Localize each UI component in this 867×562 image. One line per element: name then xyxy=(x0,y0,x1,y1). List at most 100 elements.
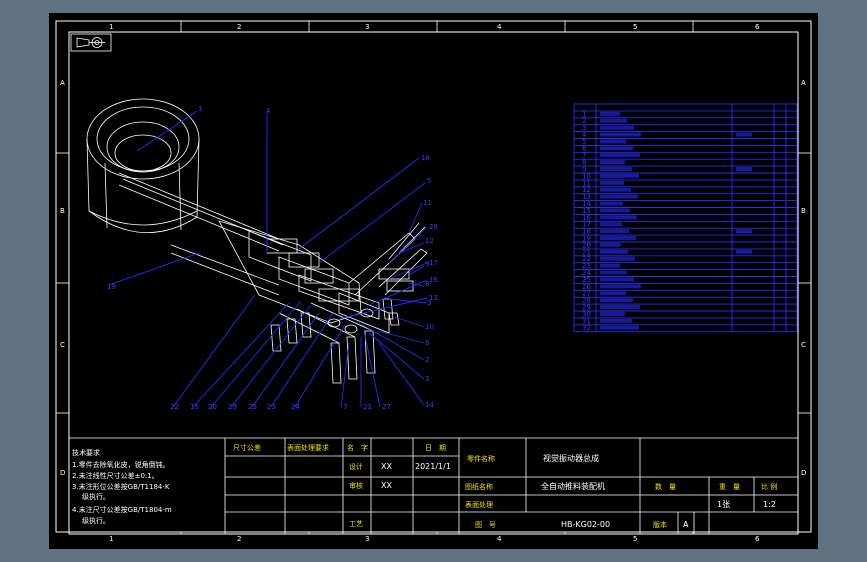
bom-row-number: 5 xyxy=(582,138,586,146)
bom-frame xyxy=(573,103,798,333)
zone-col-bottom: 5 xyxy=(633,535,637,543)
callout-label: 11 xyxy=(423,199,432,207)
bom-row-number: 29 xyxy=(582,304,591,312)
callout-label: 7 xyxy=(343,403,347,411)
tech-note-1: 1.零件去除氧化皮，锐角倒钝。 xyxy=(72,460,170,469)
bom-row-text xyxy=(600,318,632,323)
zone-row-left: C xyxy=(60,341,65,349)
drawing-no: HB-KG02-00 xyxy=(561,520,610,529)
bom-row-number: 4 xyxy=(582,131,587,139)
scale-value: 1:2 xyxy=(763,500,776,509)
callout-leader xyxy=(251,312,320,408)
zone-ticks xyxy=(56,21,811,534)
title-block xyxy=(69,437,798,534)
bom-row-text xyxy=(600,242,621,247)
design-name: XX xyxy=(381,462,392,471)
bom-table: 1234567891011121314151617181920212223242… xyxy=(573,103,798,333)
tech-note-4: 级执行。 xyxy=(82,492,110,501)
callout-leader xyxy=(368,279,428,306)
bom-row-number: 31 xyxy=(582,317,591,325)
zone-col-top: 3 xyxy=(365,23,369,31)
callout-leader xyxy=(340,342,350,408)
bom-row-text xyxy=(600,132,641,137)
callout-label: 16 xyxy=(429,276,438,284)
callout-leader xyxy=(388,298,428,304)
bom-row-text xyxy=(600,160,625,165)
callout-leader xyxy=(408,265,425,276)
assembly-drawing xyxy=(86,98,428,384)
callout-leader xyxy=(394,316,425,328)
callout-leader xyxy=(398,242,425,254)
callout-leader xyxy=(378,342,425,406)
bom-row-text xyxy=(600,111,620,116)
bom-row-number: 19 xyxy=(582,235,591,243)
bom-row-text xyxy=(600,201,623,206)
callout-leader xyxy=(368,332,425,380)
part-label: 图纸名称 xyxy=(465,482,493,491)
bom-row-text xyxy=(600,298,633,303)
bom-row-number: 7 xyxy=(582,152,586,160)
bom-row-number: 15 xyxy=(582,207,591,215)
callout-label: 12 xyxy=(425,237,434,245)
check-label: 审核 xyxy=(349,481,363,490)
bom-row-number: 18 xyxy=(582,228,591,236)
zone-col-top: 4 xyxy=(497,23,502,31)
tech-notes: 技术要求 1.零件去除氧化皮，锐角倒钝。 2.未注线性尺寸公差±0.1。 3.未… xyxy=(72,448,172,525)
bom-row-text xyxy=(600,153,640,158)
bom-row-text xyxy=(600,270,627,275)
callout-label: 29 xyxy=(228,403,237,411)
zone-row-right: A xyxy=(801,79,806,87)
bom-row-number: 2 xyxy=(582,117,586,125)
callout-leader xyxy=(408,202,423,234)
callout-label: 2 xyxy=(425,356,429,364)
bom-row-number: 17 xyxy=(582,221,591,229)
bom-row-text xyxy=(600,291,626,296)
material-value: 视觉振动器总成 xyxy=(543,453,599,463)
zone-col-top: 1 xyxy=(109,23,113,31)
bom-row-text xyxy=(600,187,631,192)
bom-row-number: 13 xyxy=(582,193,591,201)
drawing-no-label: 图 号 xyxy=(475,521,496,529)
design-date: 2021/1/1 xyxy=(415,462,451,471)
version-label: 版本 xyxy=(653,520,667,529)
feeder-rail xyxy=(118,172,284,296)
callout-leader xyxy=(358,322,425,361)
bom-row-text xyxy=(600,229,629,234)
bom-row-number: 3 xyxy=(582,124,586,132)
design-label: 设计 xyxy=(349,462,363,471)
feeder-bowl xyxy=(86,98,200,233)
material-label: 零件名称 xyxy=(467,454,495,463)
bom-row-number: 14 xyxy=(582,200,591,208)
callout-label: 6 xyxy=(425,339,430,347)
callout-leader xyxy=(378,330,425,344)
callout-leader xyxy=(108,252,200,286)
callout-label: 3 xyxy=(425,375,429,383)
bom-row-text xyxy=(600,236,636,240)
check-name: XX xyxy=(381,481,392,490)
callout-label: 4 xyxy=(266,107,271,115)
bom-row-number: 25 xyxy=(582,276,591,284)
version: A xyxy=(683,520,689,529)
callout-label: 23 xyxy=(267,403,276,411)
qty-label: 数 量 xyxy=(655,482,676,491)
callout-leader xyxy=(298,157,420,250)
title-block-text: 尺寸公差 表面处理要求 名 字 日 期 设计 XX 2021/1/1 审核 XX… xyxy=(233,443,777,529)
callout-leader xyxy=(318,182,426,264)
bom-row-text xyxy=(600,249,628,254)
callout-leader xyxy=(192,302,290,408)
zone-col-bottom: 6 xyxy=(755,535,760,543)
bom-row-text xyxy=(600,118,627,123)
date-head: 日 期 xyxy=(425,444,446,452)
zone-col-top: 5 xyxy=(633,23,637,31)
zone-row-left: A xyxy=(60,79,65,87)
bom-row-text xyxy=(600,139,626,144)
bom-row-text xyxy=(600,263,620,268)
zone-col-bottom: 4 xyxy=(497,535,502,543)
bom-row-number: 28 xyxy=(582,297,591,305)
zone-row-right: B xyxy=(801,207,806,215)
callout-leader xyxy=(136,110,198,152)
callout-leader xyxy=(338,297,428,320)
callout-label: 21 xyxy=(363,403,372,411)
callout-label: 20 xyxy=(208,403,217,411)
